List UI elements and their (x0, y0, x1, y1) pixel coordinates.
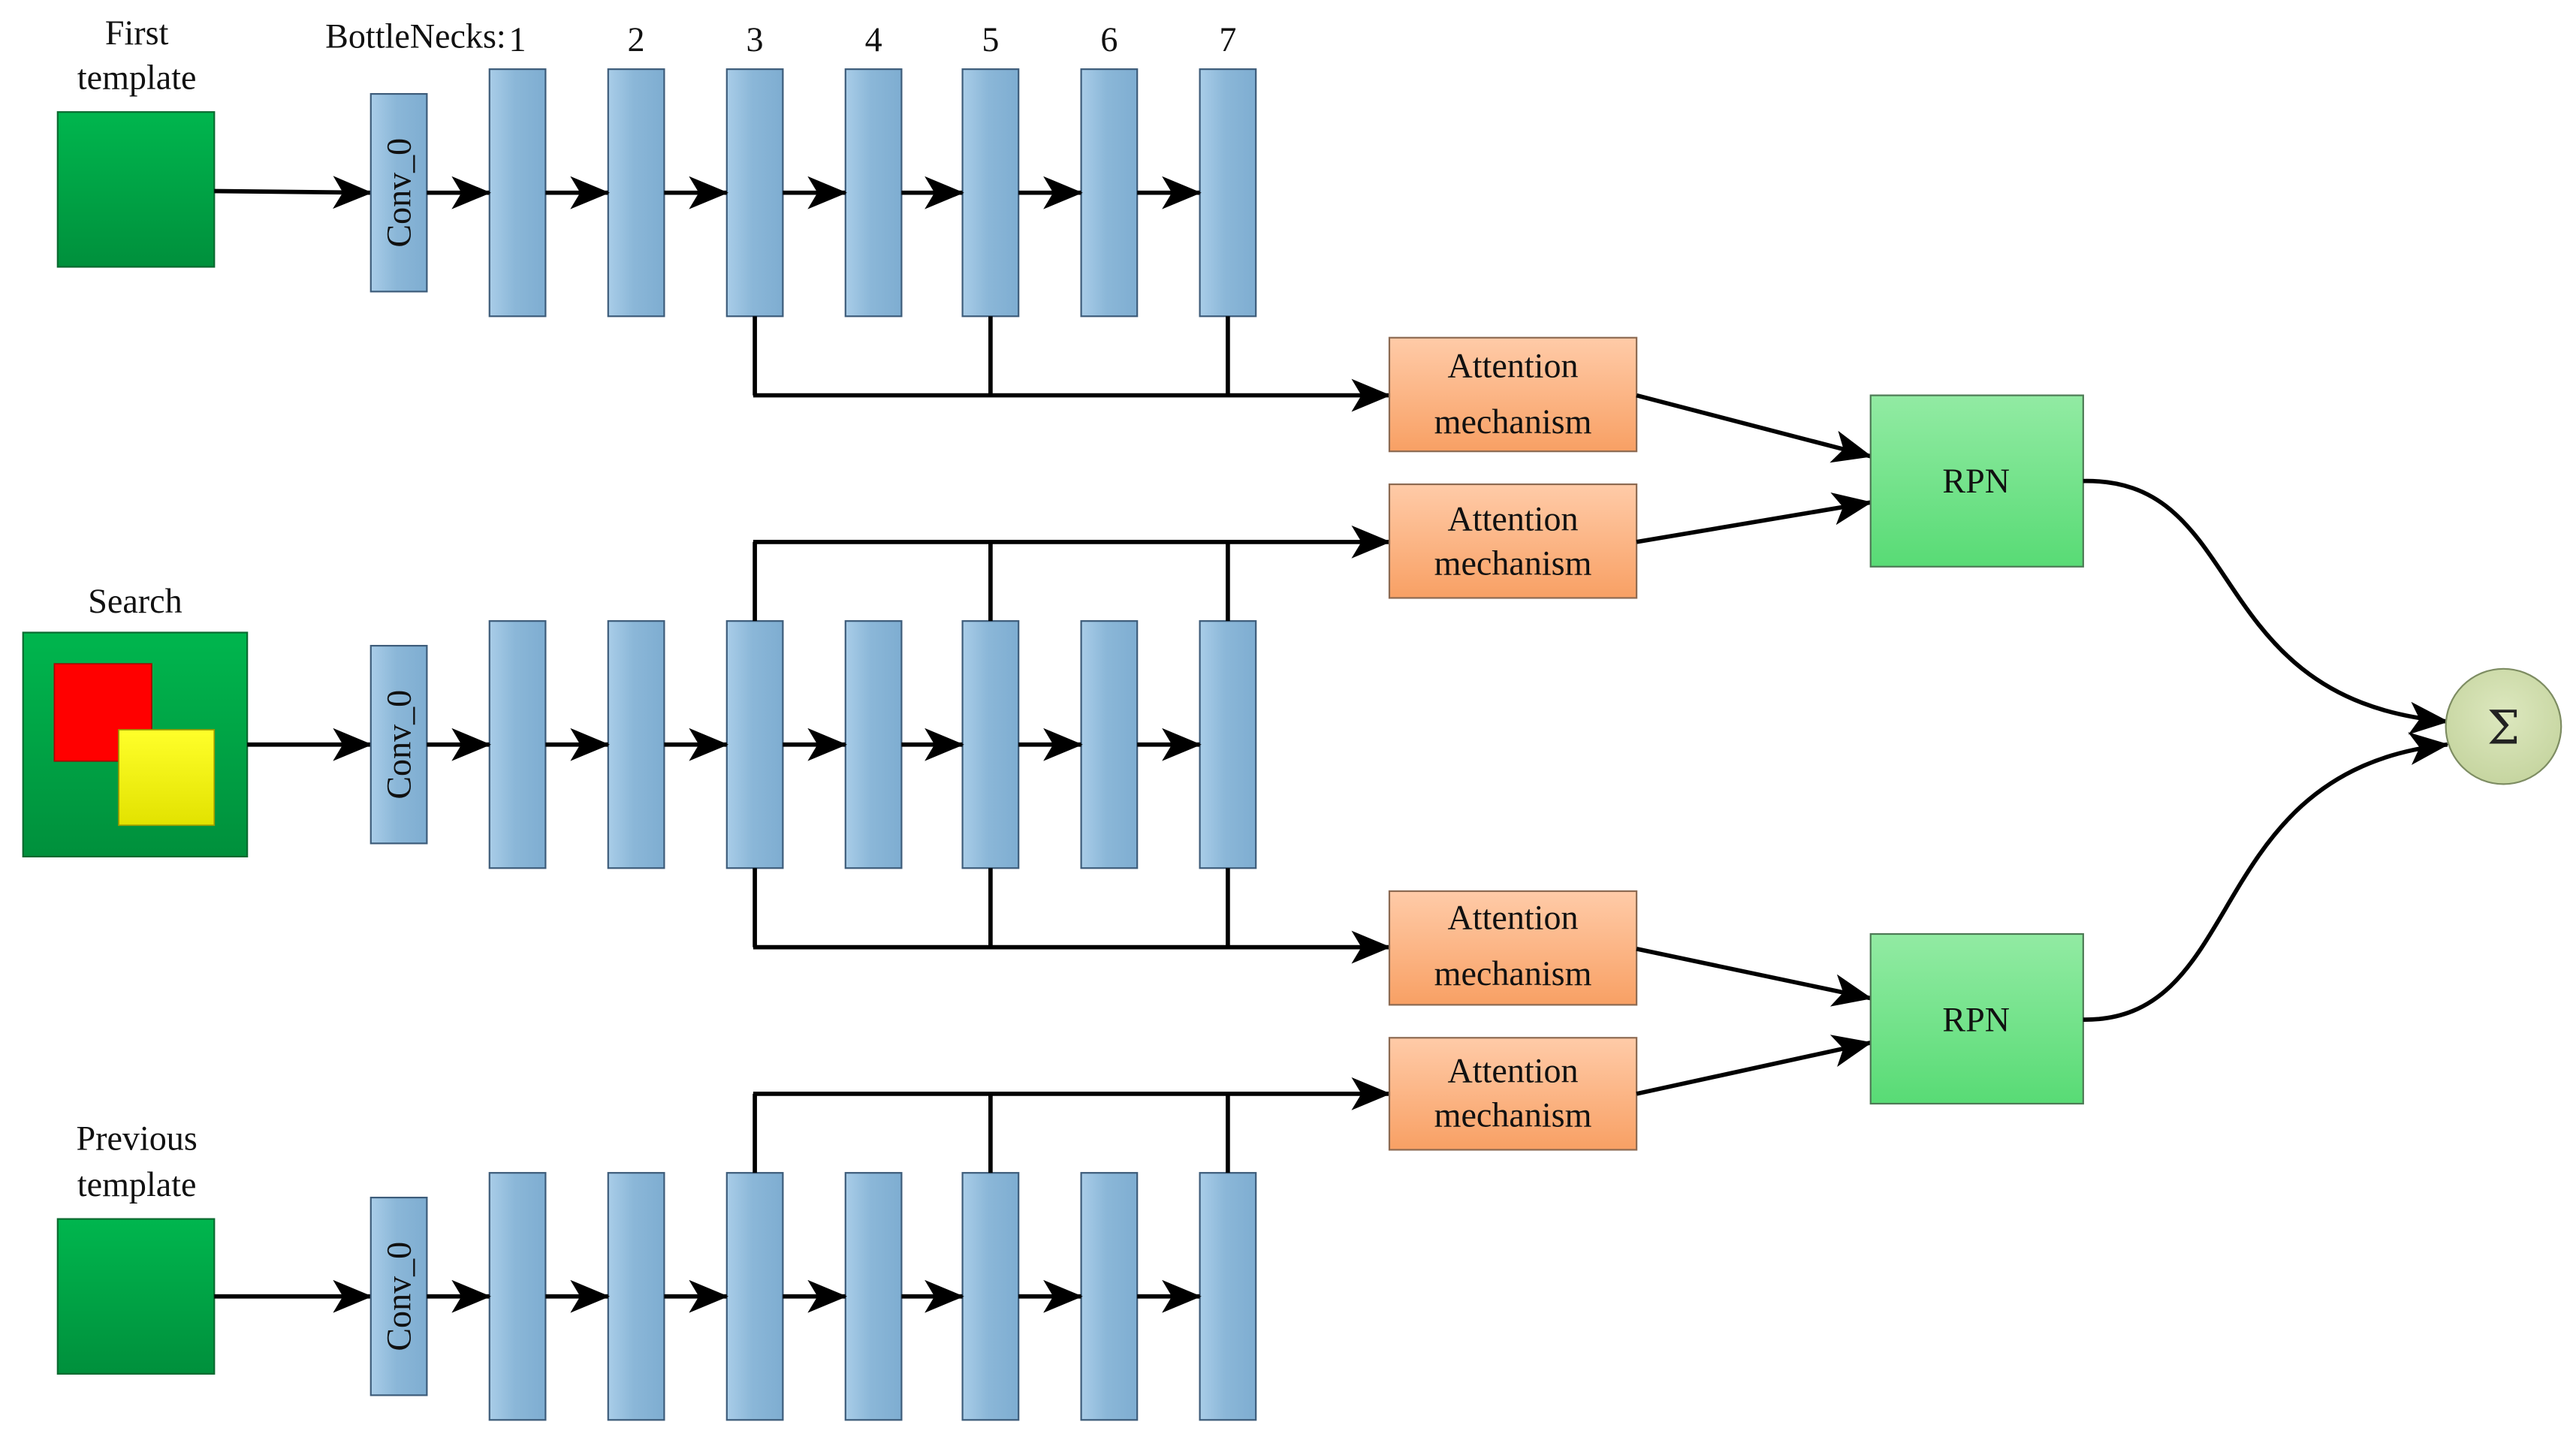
bottleneck-row-1 (427, 68, 1257, 318)
bottleneck-block-2 (607, 68, 665, 318)
conv0-box (370, 92, 428, 293)
attention-box-2: Attention mechanism (1388, 483, 1638, 599)
conv0-block-row3: Conv_0 (370, 1196, 428, 1396)
bottleneck-number-6: 6 (1100, 20, 1118, 59)
bottleneck-block-7 (1199, 1172, 1257, 1421)
attention-to-rpn-arrow (1636, 1035, 1872, 1096)
bottleneck-row-2 (427, 620, 1257, 869)
bottleneck-block-5 (961, 620, 1020, 869)
previous-template-label-line2: template (77, 1165, 197, 1204)
bottlenecks-label: BottleNecks: (325, 17, 506, 56)
bottleneck-block-7 (1199, 68, 1257, 318)
previous-template-label-line1: Previous (77, 1119, 198, 1157)
bottleneck-number-1: 1 (509, 20, 526, 59)
conv0-box (370, 644, 428, 845)
conv0-box (370, 1196, 428, 1396)
conv0-label: Conv_0 (380, 138, 418, 248)
search-image (22, 631, 249, 858)
conv0-label: Conv_0 (380, 1242, 418, 1351)
bottleneck-row-3 (427, 1172, 1257, 1421)
attention-box (1388, 336, 1638, 453)
bottleneck-block-1 (488, 68, 547, 318)
attention-label-line2: mechanism (1434, 954, 1592, 993)
bottleneck-block-6 (1080, 1172, 1139, 1421)
rpn-to-sum-curve (2083, 478, 2450, 735)
bottleneck-block-3 (725, 1172, 784, 1421)
bottleneck-block-2 (607, 620, 665, 869)
attention-box (1388, 483, 1638, 599)
branch-row3-top (753, 1077, 1392, 1173)
attention-label-line2: mechanism (1434, 402, 1592, 441)
bottleneck-block-1 (488, 620, 547, 869)
header-labels: First template BottleNecks: 1 2 3 4 5 6 … (77, 14, 1237, 1204)
attention-label-line2: mechanism (1434, 544, 1592, 583)
conv0-block-row2: Conv_0 (370, 644, 428, 845)
bottleneck-block-6 (1080, 620, 1139, 869)
attention-to-rpn-arrow (1636, 492, 1872, 544)
bottleneck-block-1 (488, 1172, 547, 1421)
first-template-image (56, 111, 216, 268)
bottleneck-number-2: 2 (628, 20, 645, 59)
attention-label-line1: Attention (1448, 346, 1579, 384)
bottleneck-stacks (427, 68, 1257, 1421)
rpn-label: RPN (1942, 462, 2010, 500)
bottleneck-number-3: 3 (747, 20, 764, 59)
branch-row2-bottom (753, 868, 1392, 964)
flow-arrow (214, 176, 373, 209)
attention-label-line1: Attention (1448, 898, 1579, 936)
conv0-label: Conv_0 (380, 690, 418, 800)
rpn-box-1: RPN (1869, 394, 2084, 568)
attention-to-rpn-arrow (1636, 393, 1872, 463)
bottleneck-block-6 (1080, 68, 1139, 318)
bottleneck-block-5 (961, 68, 1020, 318)
first-template-label-line1: First (105, 14, 169, 52)
first-template-label-line2: template (77, 58, 197, 96)
previous-template-image (56, 1218, 216, 1375)
attention-box-3: Attention mechanism (1388, 890, 1638, 1006)
bottleneck-number-4: 4 (865, 20, 882, 59)
sum-node: Σ (2445, 667, 2562, 785)
bottleneck-number-7: 7 (1219, 20, 1236, 59)
sum-circle (2445, 667, 2562, 785)
attention-box (1388, 890, 1638, 1006)
bottleneck-block-7 (1199, 620, 1257, 869)
attention-box-4: Attention mechanism (1388, 1037, 1638, 1151)
sum-symbol: Σ (2487, 701, 2520, 755)
bottleneck-block-3 (725, 68, 784, 318)
bottleneck-block-3 (725, 620, 784, 869)
search-yellow-box (118, 729, 216, 827)
bottleneck-block-2 (607, 1172, 665, 1421)
bottleneck-number-5: 5 (982, 20, 999, 59)
attention-box-1: Attention mechanism (1388, 336, 1638, 453)
attention-label-line1: Attention (1448, 499, 1579, 538)
bottleneck-block-5 (961, 1172, 1020, 1421)
rpn-to-sum-curve (2083, 732, 2450, 1022)
branch-row1-bottom (753, 316, 1392, 412)
search-label: Search (88, 582, 182, 620)
bottleneck-block-4 (844, 1172, 903, 1421)
attention-box (1388, 1037, 1638, 1151)
branch-row2-top (753, 525, 1392, 622)
bottleneck-block-4 (844, 68, 903, 318)
attention-label-line1: Attention (1448, 1052, 1579, 1090)
conv0-block-row1: Conv_0 (370, 92, 428, 293)
bottleneck-block-4 (844, 620, 903, 869)
rpn-label: RPN (1942, 1001, 2010, 1039)
rpn-box (1869, 394, 2084, 568)
attention-to-rpn-arrow (1636, 946, 1872, 1007)
rpn-box (1869, 932, 2084, 1105)
rpn-box-2: RPN (1869, 932, 2084, 1105)
attention-label-line2: mechanism (1434, 1096, 1592, 1134)
